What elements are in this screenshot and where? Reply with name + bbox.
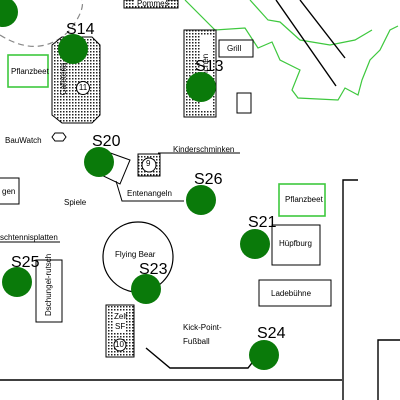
station-label-s20: S20: [92, 133, 121, 150]
dashed-area-outline: [0, 0, 84, 47]
kickpoint-outline: [145, 347, 263, 369]
ladebuehne-stage: [258, 279, 332, 307]
spiele-label: Spiele: [64, 198, 87, 207]
dschungelrutsch-label: Dschungel-rutsch: [44, 253, 53, 316]
green-boundary-line: [184, 0, 399, 101]
station-label-s21: S21: [248, 214, 277, 231]
kickpoint-label-1: Kick-Point-: [183, 323, 222, 332]
grill-booth: [218, 39, 254, 58]
pflanzbeet-left-box: [7, 54, 49, 88]
bauwatch-label: BauWatch: [5, 136, 42, 145]
station-marker-top-left[interactable]: [0, 0, 18, 27]
station-marker-s13[interactable]: [186, 72, 216, 102]
booth-9-number: 9: [146, 159, 151, 168]
zelt-label: Zelt: [114, 312, 128, 321]
flying-bear-label: Flying Bear: [115, 250, 156, 259]
small-stand: [236, 92, 252, 114]
station-marker-s23[interactable]: [131, 274, 161, 304]
pflanzbeet-right-box: [278, 183, 326, 217]
tischtennis-label: schtennisplatten: [0, 233, 58, 242]
left-booth-label: gen: [2, 187, 16, 196]
cafeteria-number: 11: [76, 81, 90, 95]
left-booth: [0, 177, 20, 205]
pflanzbeet-left-label: Pflanzbeet: [11, 67, 49, 76]
zelt-circle: [113, 338, 127, 352]
station-marker-s26[interactable]: [186, 185, 216, 215]
huepfburg-label: Hüpfburg: [279, 239, 312, 248]
station-label-s14: S14: [66, 21, 95, 38]
kinderschminken-label: Kinderschminken: [173, 145, 235, 154]
pommes-label-bg: [134, 0, 166, 5]
station-label-s24: S24: [257, 325, 286, 342]
path-line: [275, 0, 346, 87]
pflanzbeet-right-label: Pflanzbeet: [285, 195, 323, 204]
station-label-s23: S23: [139, 261, 168, 278]
station-label-s13: S13: [195, 58, 224, 75]
huepfburg-booth: [271, 224, 321, 266]
station-marker-s20[interactable]: [84, 147, 114, 177]
booth-9-circle: [141, 157, 157, 173]
station-label-s25: S25: [11, 254, 40, 271]
grill-label: Grill: [227, 44, 242, 53]
entenangeln-line: [115, 180, 184, 202]
bauwatch-marker: [51, 132, 67, 142]
dschungelrutsch-booth: [35, 259, 63, 323]
station-marker-s21[interactable]: [240, 229, 270, 259]
kickpoint-label-2: Fußball: [183, 337, 210, 346]
cafeteria-label: Cafeteria: [59, 62, 68, 96]
zelt-label-bg: [114, 312, 126, 332]
station-marker-s25[interactable]: [2, 267, 32, 297]
station-marker-s24[interactable]: [249, 340, 279, 370]
zelt-sf-label: SF: [115, 322, 126, 331]
ladebuehne-label: Ladebühne: [271, 289, 312, 298]
zelt-number: 10: [115, 340, 124, 349]
right-wall-inner: [377, 339, 400, 400]
entenangeln-label: Entenangeln: [127, 189, 172, 198]
pommes-label: Pommes: [137, 0, 169, 8]
station-marker-s14[interactable]: [58, 34, 88, 64]
right-wall: [342, 179, 358, 400]
station-label-s26: S26: [194, 171, 223, 188]
